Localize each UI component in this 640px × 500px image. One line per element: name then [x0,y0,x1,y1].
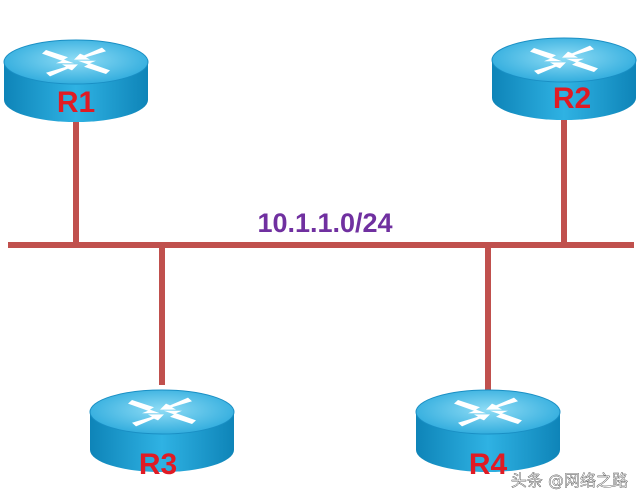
router-label-r4: R4 [469,448,508,481]
router-icon [491,37,637,120]
subnet-label: 10.1.1.0/24 [257,208,392,238]
router-label-r2: R2 [553,82,591,115]
router-icon [415,389,561,472]
router-label-r3: R3 [139,448,177,481]
watermark-text: 头条 @网络之路 [511,471,628,490]
router-r2[interactable]: R2 [491,37,637,120]
router-r4[interactable]: R4 [415,389,561,481]
router-r1[interactable]: R1 [3,39,149,122]
router-r3[interactable]: R3 [89,389,235,481]
router-icon [89,389,235,472]
router-label-r1: R1 [57,86,95,119]
router-icon [3,39,149,122]
